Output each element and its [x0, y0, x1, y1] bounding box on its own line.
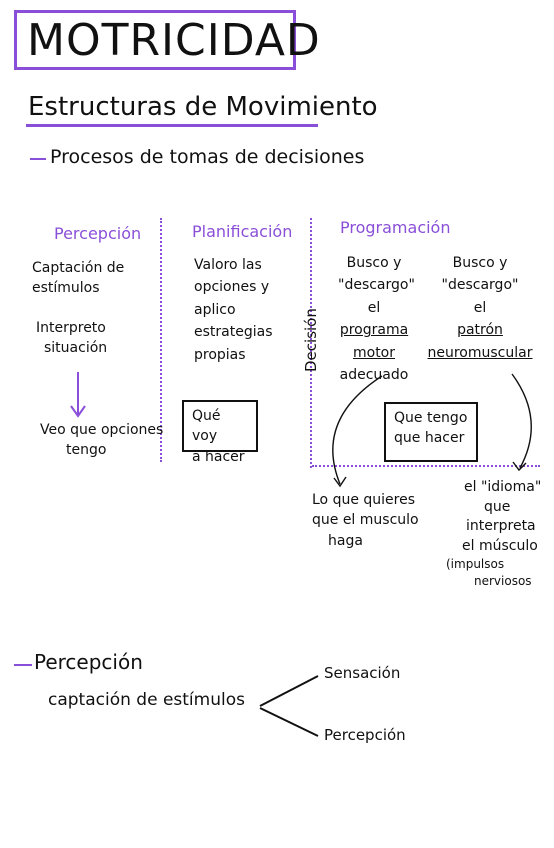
neuromuscular-arrow-curve [511, 373, 532, 469]
subtitle-bullet [30, 158, 46, 160]
percepcion-text-3: Veo que opciones tengo [40, 420, 163, 461]
box-line: Qué voy [192, 408, 221, 445]
programacion-line: el [367, 299, 381, 316]
result-line: el músculo [462, 537, 538, 554]
programacion-line: Busco y [346, 255, 402, 271]
que-tengo-que-hacer-box: Que tengo que hacer [384, 402, 478, 462]
percepcion-line: Veo que opciones [40, 422, 164, 438]
result-line: nerviosos [474, 574, 532, 589]
planificacion-line: opciones y [194, 279, 270, 296]
column-divider-1 [160, 218, 162, 462]
section2-bullet [14, 664, 32, 666]
percepcion-header: Percepción [54, 224, 142, 243]
programacion-line: neuromuscular [427, 344, 533, 361]
programacion-line: "descargo" [441, 277, 519, 294]
planificacion-line: estrategias [194, 324, 273, 341]
programa-arrow-curve [332, 375, 383, 485]
programacion-right-text: Busco y "descargo" el patrón neuromuscul… [424, 252, 536, 364]
section2-branch-sensacion: Sensación [324, 664, 401, 682]
percepcion-text-2: Interpreto situación [36, 318, 107, 359]
percepcion-line: estímulos [32, 280, 100, 297]
branch-line-sensacion [259, 675, 319, 707]
programacion-line: Busco y [452, 255, 508, 271]
result-line: Lo que quieres [312, 492, 416, 508]
planificacion-line: aplico [194, 301, 236, 318]
programacion-line: motor [352, 344, 395, 361]
planificacion-text: Valoro las opciones y aplico estrategias… [194, 254, 272, 366]
section2-captacion: captación de estímulos [48, 690, 245, 710]
programacion-line: adecuado [339, 366, 409, 383]
result-line: (impulsos [446, 557, 505, 572]
programacion-left-text: Busco y "descargo" el programa motor ade… [338, 252, 415, 386]
column-divider-2 [310, 218, 312, 468]
programacion-line: "descargo" [338, 277, 415, 294]
programacion-line: patrón [457, 322, 503, 339]
planificacion-line: propias [194, 346, 246, 363]
programacion-line: programa [339, 322, 409, 339]
section2-branch-percepcion: Percepción [324, 726, 406, 744]
branch-line-percepcion [259, 707, 319, 737]
programa-arrow-head [333, 476, 347, 488]
section-heading: Estructuras de Movimiento [28, 92, 378, 122]
result-line: que el musculo [312, 512, 419, 529]
heading-underline [26, 124, 318, 127]
page-title-box: MOTRICIDAD [14, 10, 320, 70]
programacion-line: el [473, 299, 487, 316]
box-line: Que tengo [394, 410, 468, 426]
percepcion-line: situación [44, 340, 108, 357]
box-line: que hacer [394, 430, 465, 447]
percepcion-line: tengo [66, 442, 107, 459]
programacion-bottom-divider [312, 465, 540, 467]
planificacion-line: Valoro las [194, 257, 262, 273]
subtitle: Procesos de tomas de decisiones [50, 146, 365, 168]
que-voy-a-hacer-box: Qué voy a hacer [182, 400, 258, 465]
planificacion-header: Planificación [192, 222, 293, 241]
result-line: haga [328, 532, 363, 549]
result-left-text: Lo que quieres que el musculo haga [312, 490, 419, 551]
result-right-text: el "idioma" que interpreta el músculo (i… [446, 478, 541, 590]
percepcion-line: Interpreto [36, 320, 106, 336]
box-line: a hacer [192, 448, 245, 465]
percepcion-arrow-head [70, 405, 86, 418]
percepcion-text-1: Captación de estímulos [32, 258, 124, 299]
result-line: que [484, 498, 511, 515]
neuromuscular-arrow-head [512, 461, 527, 472]
programacion-header: Programación [340, 218, 451, 237]
result-line: el "idioma" [464, 479, 542, 495]
percepcion-line: Captación de [32, 260, 125, 276]
section2-heading: Percepción [34, 650, 143, 674]
page-title: MOTRICIDAD [27, 14, 321, 66]
result-line: interpreta [466, 518, 536, 535]
